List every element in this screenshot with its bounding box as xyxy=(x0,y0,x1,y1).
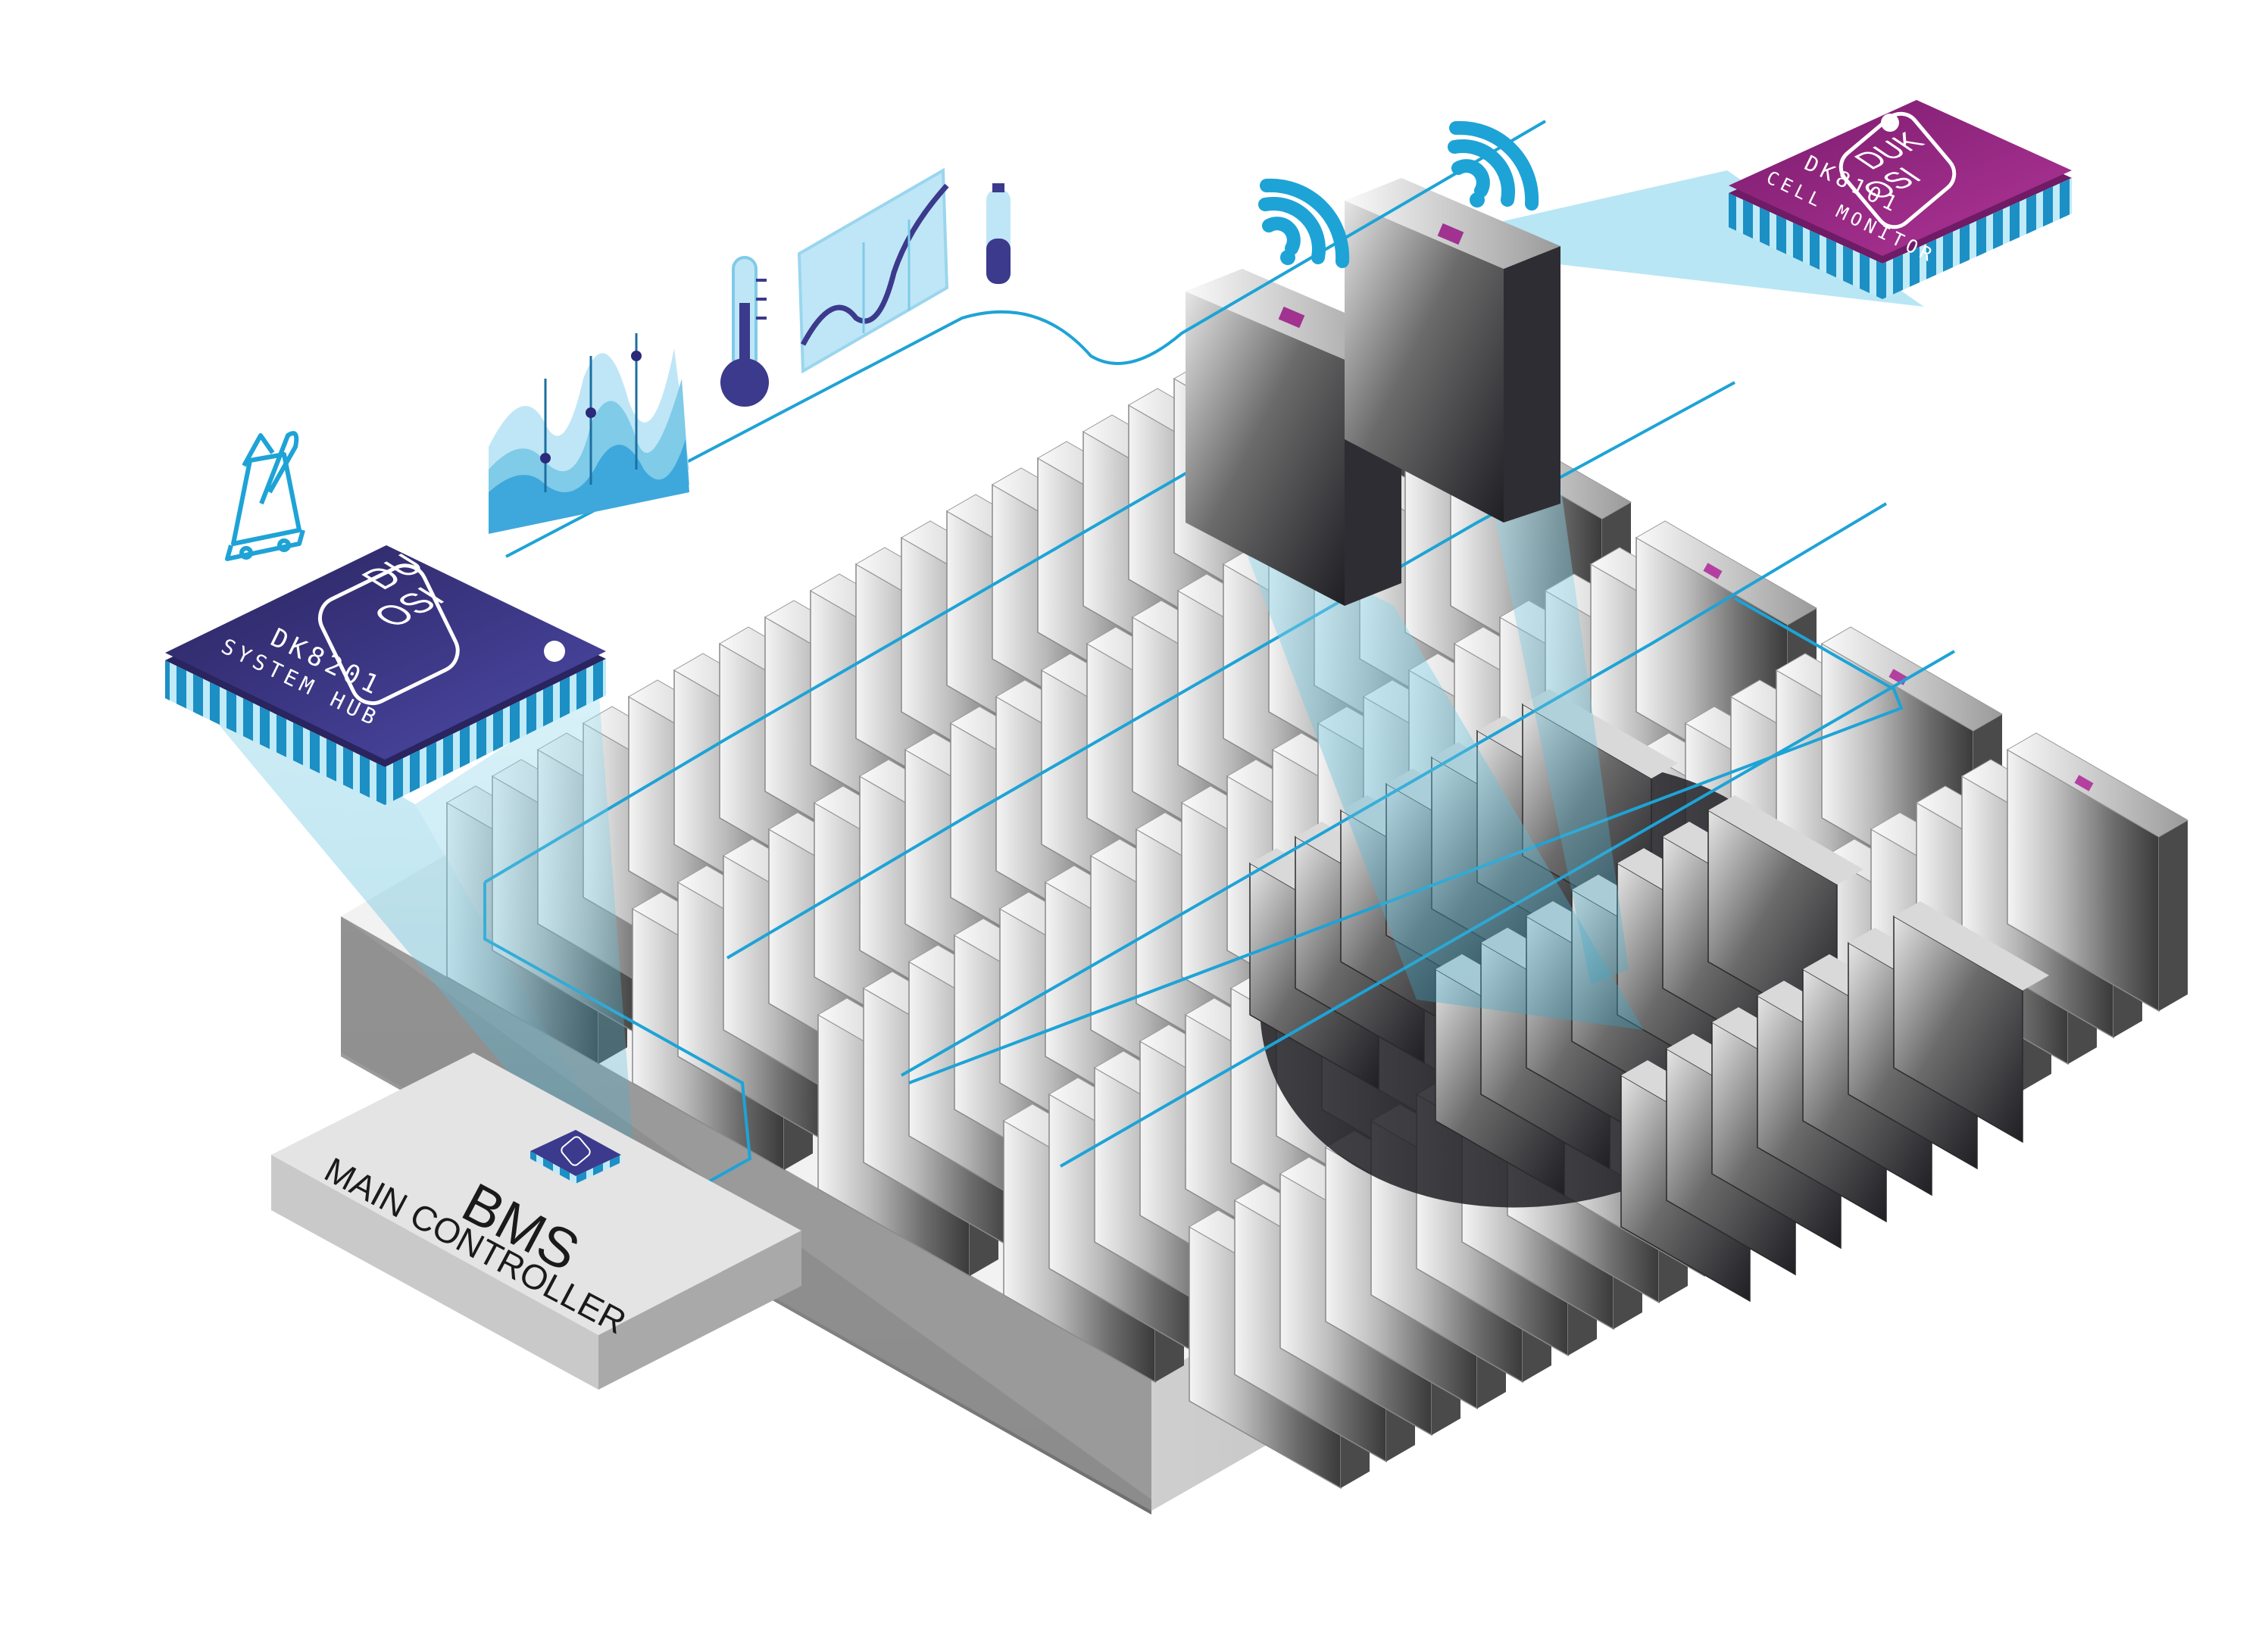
wireless-signal-icon xyxy=(1258,178,1350,268)
raised-cell-2 xyxy=(1345,178,1560,523)
highlighted-cell xyxy=(1893,901,2049,1144)
cell-monitor-chip: DUK OSI DK8101 CELL MONITOR xyxy=(1729,100,2072,299)
system-hub-chip: DUK OSI DK8201 SYSTEM HUB xyxy=(165,537,606,805)
cell-projection-beam xyxy=(1235,470,1644,1030)
wireless-signal-icon-2 xyxy=(1448,120,1539,211)
metronome-icon xyxy=(225,431,305,561)
hub-projection-beam xyxy=(165,660,636,1189)
battery-cell xyxy=(2006,732,2189,1013)
line-chart-icon xyxy=(797,167,949,374)
data-link-line xyxy=(505,120,1547,558)
battery-level-icon xyxy=(986,183,1011,284)
thermometer-icon xyxy=(720,256,769,407)
monitor-projection-beam xyxy=(1470,170,1924,307)
waveform-chart-icon xyxy=(489,333,689,534)
